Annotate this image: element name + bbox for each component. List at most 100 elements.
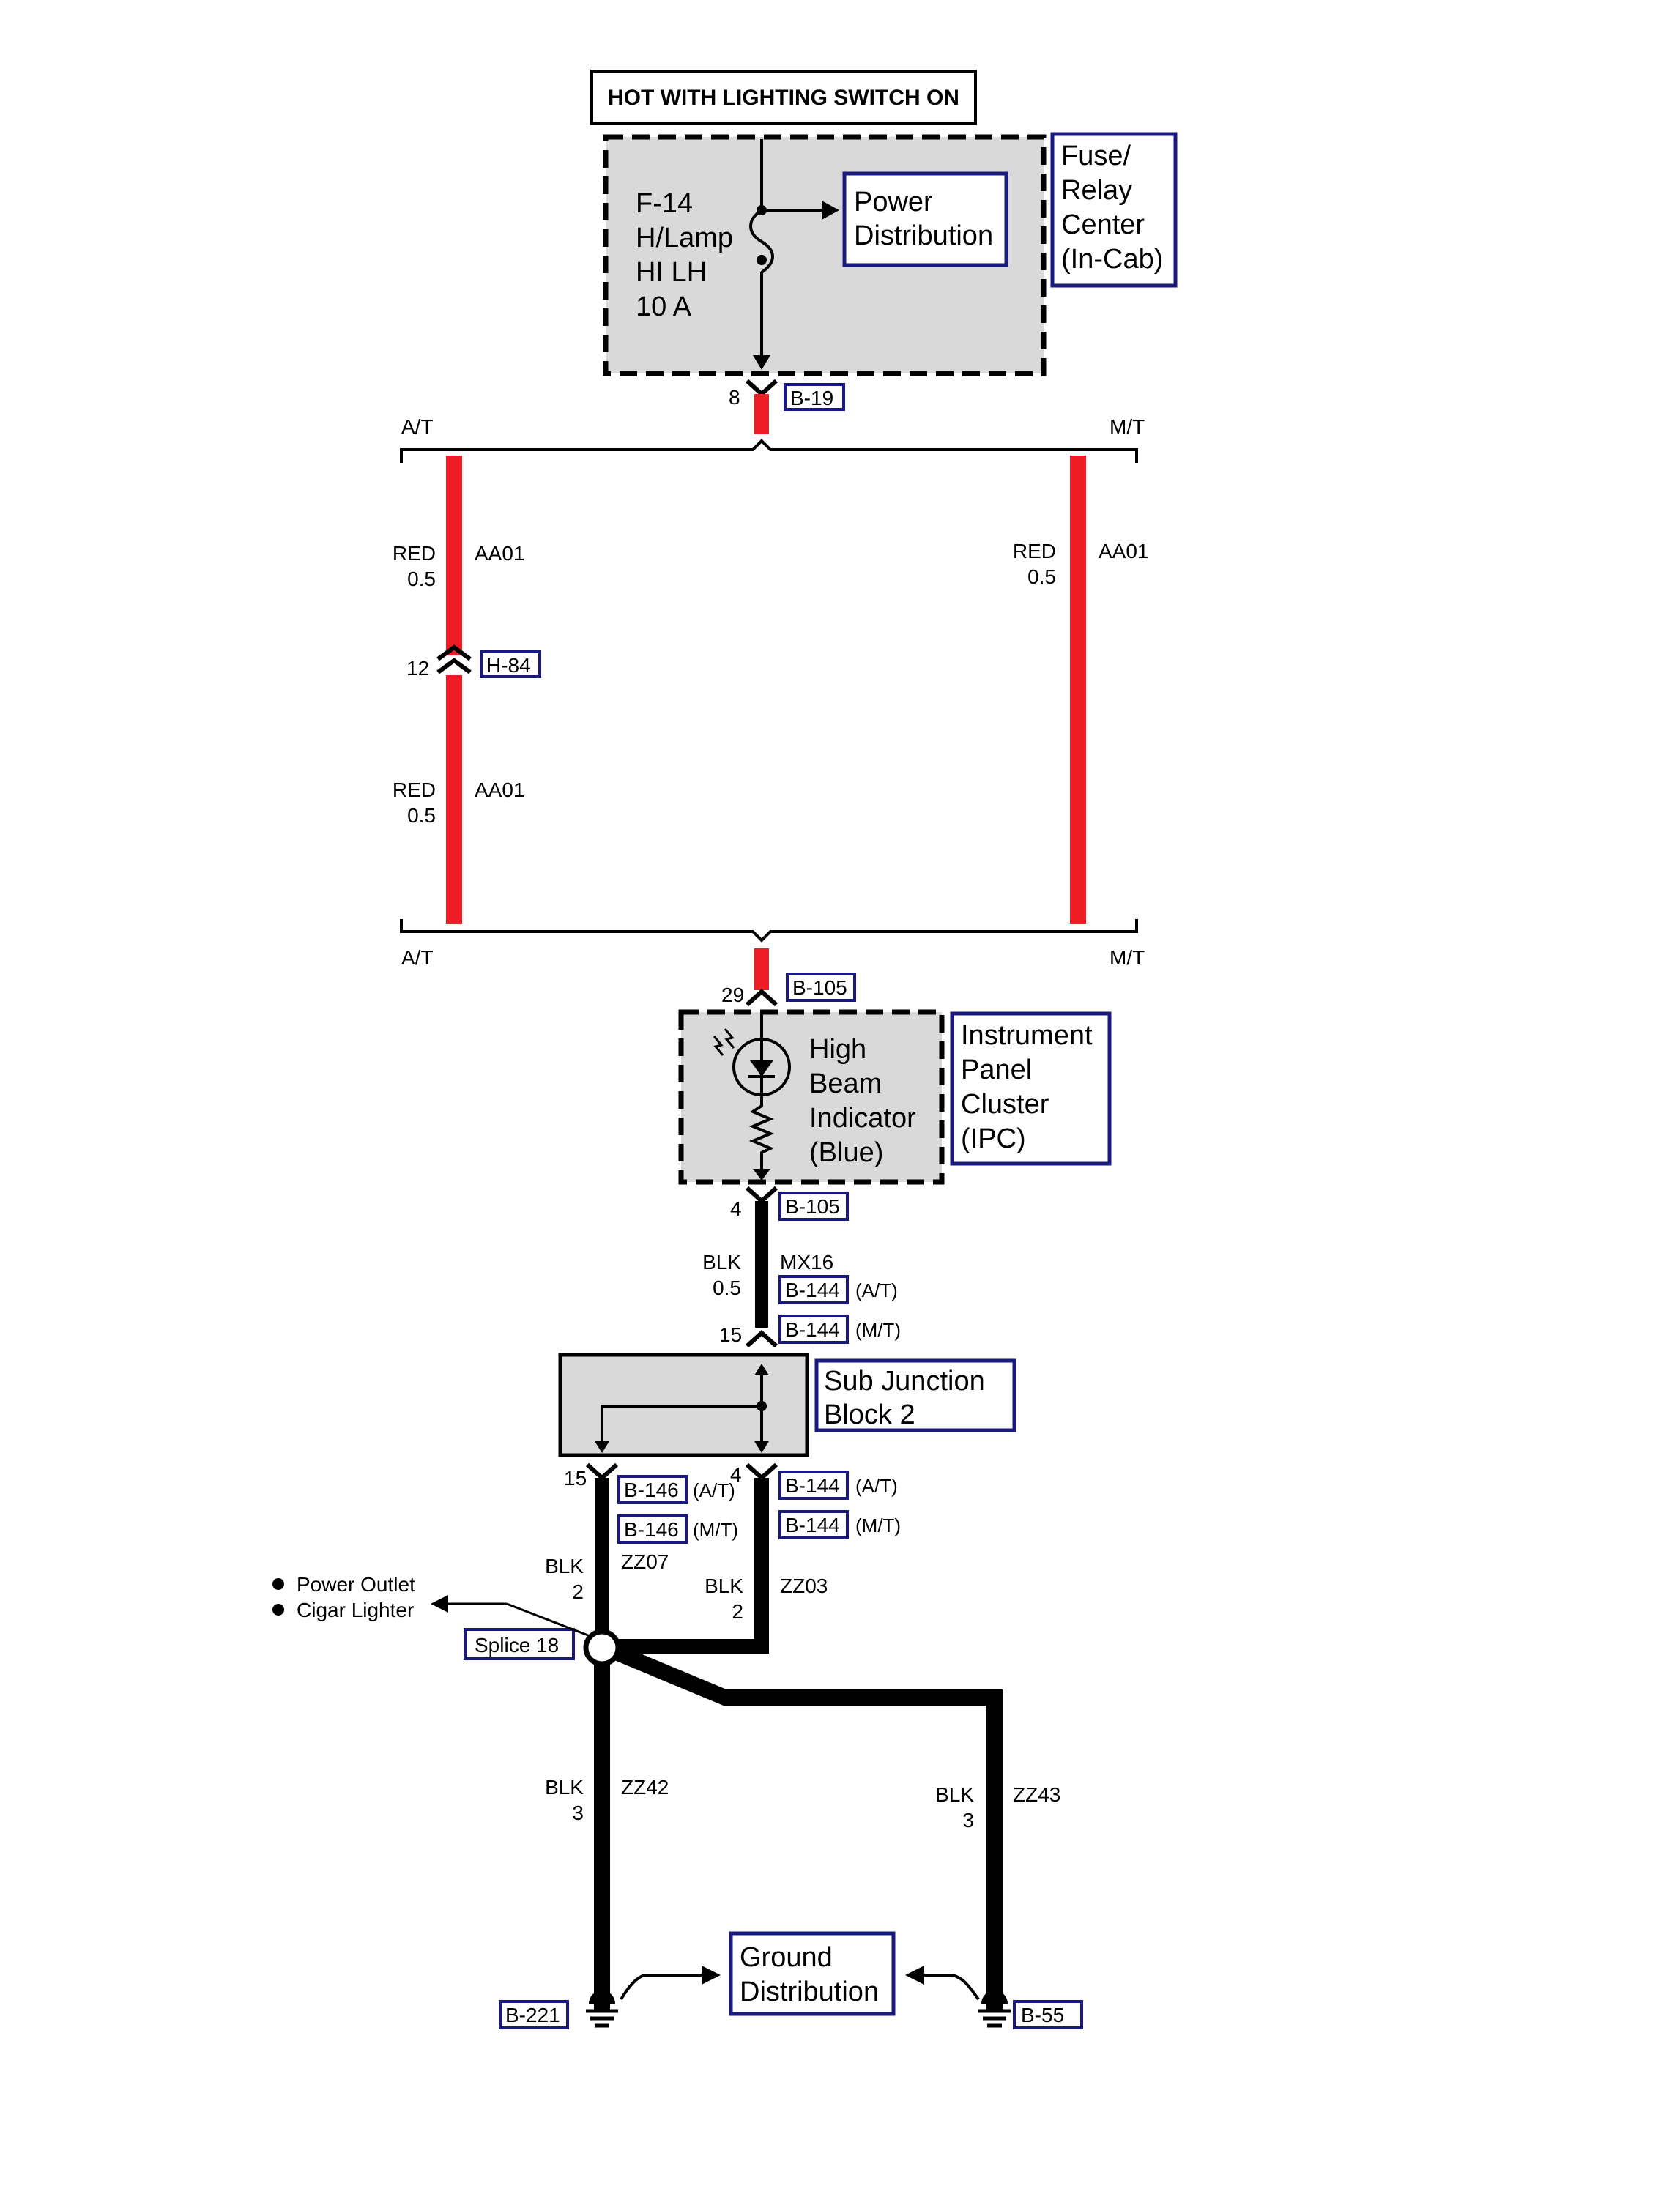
svg-text:8: 8 — [729, 386, 740, 409]
wire-zz03 — [602, 1478, 769, 1654]
svg-text:Block 2: Block 2 — [824, 1399, 915, 1430]
svg-text:Ground: Ground — [740, 1942, 833, 1973]
power-condition-box: HOT WITH LIGHTING SWITCH ON — [590, 70, 977, 125]
wire-zz43 — [598, 1638, 1003, 2010]
svg-text:B-146: B-146 — [624, 1479, 679, 1501]
label-wire-mt: RED 0.5 AA01 — [1013, 540, 1149, 588]
svg-text:Fuse/: Fuse/ — [1061, 141, 1131, 171]
svg-text:ZZ43: ZZ43 — [1013, 1783, 1060, 1806]
svg-text:ZZ03: ZZ03 — [780, 1575, 828, 1597]
splice-destinations: Power Outlet Cigar Lighter — [272, 1573, 415, 1621]
label-wire-at-lower: RED 0.5 AA01 — [393, 778, 525, 827]
svg-text:0.5: 0.5 — [713, 1276, 741, 1299]
svg-text:(A/T): (A/T) — [855, 1475, 898, 1497]
branch-bracket-bottom: A/T M/T — [400, 919, 1145, 969]
svg-text:(In-Cab): (In-Cab) — [1061, 244, 1163, 275]
fuse-line-2: H/Lamp — [636, 223, 733, 253]
svg-text:BLK: BLK — [545, 1776, 584, 1799]
svg-text:ZZ07: ZZ07 — [621, 1550, 669, 1573]
svg-text:MX16: MX16 — [780, 1251, 833, 1274]
connector-b105-top: 29 B-105 — [721, 973, 856, 1007]
svg-text:B-144: B-144 — [785, 1474, 840, 1497]
svg-text:AA01: AA01 — [475, 778, 525, 801]
svg-text:Instrument: Instrument — [961, 1020, 1093, 1051]
svg-text:H-84: H-84 — [486, 654, 531, 677]
svg-text:RED: RED — [393, 542, 436, 565]
connector-b105-bottom: 4 B-105 — [730, 1186, 849, 1221]
led-ray-icon — [713, 1036, 724, 1056]
ground-distribution-ref[interactable]: Ground Distribution — [729, 1931, 896, 2016]
power-condition-label: HOT WITH LIGHTING SWITCH ON — [608, 86, 959, 110]
connector-h84: 12 H-84 — [406, 644, 541, 680]
label-wire-zz03: BLK 2 ZZ03 — [705, 1575, 828, 1623]
svg-text:29: 29 — [721, 984, 744, 1006]
svg-text:(M/T): (M/T) — [855, 1514, 901, 1536]
svg-text:12: 12 — [406, 657, 429, 680]
svg-text:B-105: B-105 — [785, 1195, 840, 1218]
svg-text:RED: RED — [393, 778, 436, 801]
label-wire-zz42: BLK 3 ZZ42 — [545, 1776, 669, 1824]
sub-junction-label: Sub Junction Block 2 — [814, 1358, 1016, 1432]
power-distribution-ref[interactable]: Power Distribution — [842, 171, 1008, 267]
connector-b146: 15 B-146 (A/T) B-146 (M/T) — [564, 1462, 738, 1544]
svg-text:B-144: B-144 — [785, 1318, 840, 1341]
svg-text:4: 4 — [730, 1197, 742, 1220]
svg-text:B-144: B-144 — [785, 1279, 840, 1301]
label-wire-at-upper: RED 0.5 AA01 — [393, 542, 525, 590]
instrument-panel-cluster: High Beam Indicator (Blue) — [678, 1009, 945, 1185]
svg-text:Beam: Beam — [809, 1068, 882, 1099]
svg-text:AA01: AA01 — [1099, 540, 1149, 562]
svg-text:Indicator: Indicator — [809, 1103, 916, 1134]
svg-text:Cluster: Cluster — [961, 1089, 1049, 1120]
arrow-icon — [431, 1595, 448, 1613]
svg-text:B-146: B-146 — [624, 1518, 679, 1541]
svg-text:(Blue): (Blue) — [809, 1137, 883, 1168]
svg-text:Distribution: Distribution — [740, 1977, 879, 2007]
sub-junction-block — [558, 1353, 809, 1457]
svg-text:M/T: M/T — [1110, 415, 1145, 438]
svg-text:Splice 18: Splice 18 — [475, 1634, 559, 1657]
svg-text:0.5: 0.5 — [1027, 565, 1056, 588]
svg-text:0.5: 0.5 — [407, 568, 436, 590]
connector-b19: 8 B-19 — [729, 379, 845, 411]
fuse-icon — [749, 209, 774, 274]
svg-text:B-221: B-221 — [505, 2004, 560, 2026]
arrow-icon — [905, 1966, 924, 1985]
svg-text:15: 15 — [719, 1323, 742, 1346]
bullet-icon — [272, 1604, 284, 1616]
svg-text:3: 3 — [572, 1802, 584, 1824]
svg-text:B-105: B-105 — [792, 976, 847, 999]
svg-text:AA01: AA01 — [475, 542, 525, 565]
ground-b221: B-221 — [499, 1990, 618, 2029]
svg-text:BLK: BLK — [702, 1251, 741, 1274]
svg-text:3: 3 — [962, 1809, 974, 1832]
svg-text:Power Outlet: Power Outlet — [297, 1573, 415, 1596]
svg-text:M/T: M/T — [1110, 946, 1145, 969]
svg-text:(M/T): (M/T) — [693, 1519, 738, 1541]
ground-icon — [589, 1990, 615, 2004]
fuse-relay-center-label: Fuse/ Relay Center (In-Cab) — [1050, 132, 1178, 288]
splice-icon — [583, 1629, 621, 1667]
svg-text:0.5: 0.5 — [407, 804, 436, 827]
svg-text:BLK: BLK — [545, 1555, 584, 1577]
label-wire-mx16: BLK 0.5 MX16 — [702, 1251, 833, 1299]
svg-text:15: 15 — [564, 1467, 587, 1490]
svg-text:Relay: Relay — [1061, 175, 1132, 206]
svg-text:BLK: BLK — [935, 1783, 974, 1806]
svg-text:(A/T): (A/T) — [693, 1479, 735, 1501]
svg-text:A/T: A/T — [401, 946, 434, 969]
resistor-icon — [748, 1096, 775, 1172]
branch-bracket-top: A/T M/T — [400, 415, 1145, 463]
svg-text:Panel: Panel — [961, 1055, 1032, 1085]
bullet-icon — [272, 1578, 284, 1590]
svg-text:Sub Junction: Sub Junction — [824, 1366, 985, 1397]
svg-text:Distribution: Distribution — [854, 220, 993, 251]
svg-text:High: High — [809, 1034, 866, 1065]
fuse-relay-center: F-14 H/Lamp HI LH 10 A Power Distributio… — [603, 134, 1047, 376]
svg-text:A/T: A/T — [401, 415, 434, 438]
label-wire-zz43: BLK 3 ZZ43 — [935, 1783, 1060, 1832]
svg-text:B-144: B-144 — [785, 1514, 840, 1536]
svg-text:(M/T): (M/T) — [855, 1319, 901, 1341]
svg-text:B-19: B-19 — [790, 387, 833, 409]
fuse-line-4: 10 A — [636, 291, 692, 322]
